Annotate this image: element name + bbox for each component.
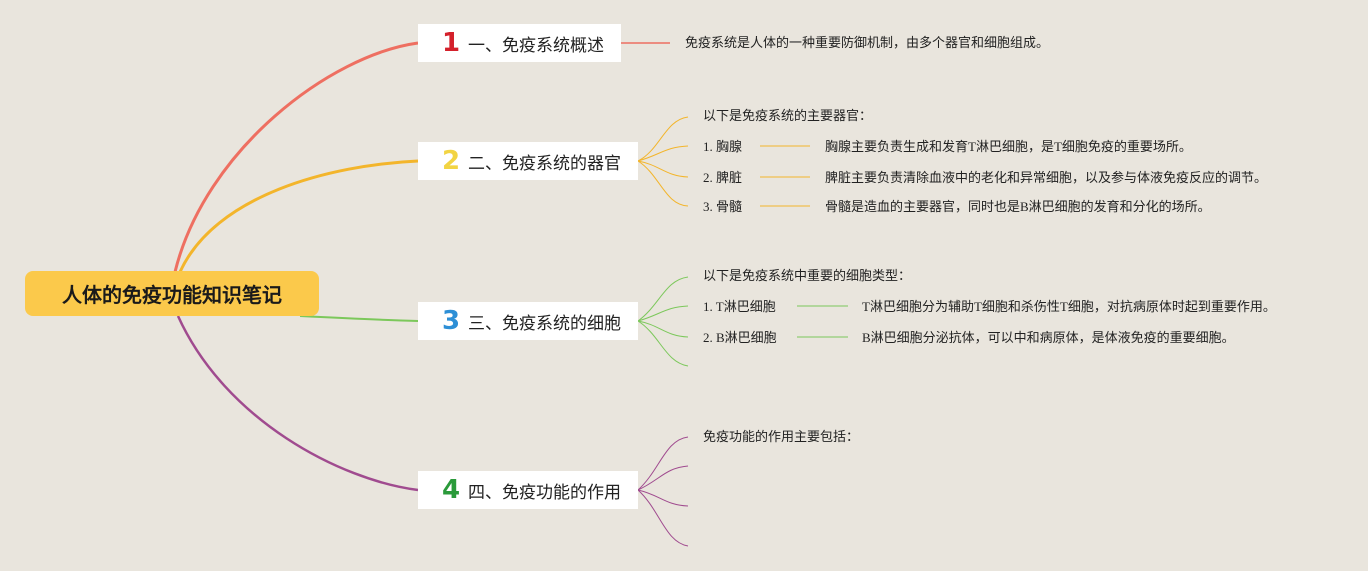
branch-node-1[interactable]: 1 一、免疫系统概述 (418, 24, 621, 62)
cell-item-desc: T淋巴细胞分为辅助T细胞和杀伤性T细胞，对抗病原体时起到重要作用。 (862, 299, 1276, 314)
branch-node-2[interactable]: 2 二、免疫系统的器官 (418, 142, 638, 180)
branch-node-3[interactable]: 3 三、免疫系统的细胞 (418, 302, 638, 340)
root-node[interactable]: 人体的免疫功能知识笔记 (25, 271, 319, 316)
branch-3-intro: 以下是免疫系统中重要的细胞类型： (703, 269, 912, 284)
organ-item-desc: 胸腺主要负责生成和发育T淋巴细胞，是T细胞免疫的重要场所。 (825, 139, 1192, 154)
branch-4-intro: 免疫功能的作用主要包括： (703, 430, 860, 445)
organ-item-name: 3. 骨髓 (703, 199, 743, 214)
connector-branch-3 (299, 315, 419, 322)
organ-item-name: 2. 脾脏 (703, 170, 743, 185)
branch-label-4: 四、免疫功能的作用 (468, 482, 621, 503)
connector-fan-3 (637, 276, 848, 367)
connector-fan-2 (637, 116, 810, 207)
organ-item-name: 1. 胸腺 (703, 139, 743, 154)
branch-label-1: 一、免疫系统概述 (468, 35, 604, 56)
branch-label-3: 三、免疫系统的细胞 (468, 313, 621, 334)
organ-item-desc: 脾脏主要负责清除血液中的老化和异常细胞，以及参与体液免疫反应的调节。 (825, 170, 1268, 185)
organ-item-desc: 骨髓是造血的主要器官，同时也是B淋巴细胞的发育和分化的场所。 (825, 199, 1211, 214)
branch-node-4[interactable]: 4 四、免疫功能的作用 (418, 471, 638, 509)
connector-branch-4 (176, 315, 419, 492)
branch-1-summary: 免疫系统是人体的一种重要防御机制，由多个器官和细胞组成。 (685, 36, 1050, 51)
cell-item-name: 1. T淋巴细胞 (703, 299, 776, 314)
connector-fan-4 (637, 436, 689, 547)
root-title: 人体的免疫功能知识笔记 (62, 283, 282, 307)
cell-item-desc: B淋巴细胞分泌抗体，可以中和病原体，是体液免疫的重要细胞。 (862, 330, 1235, 345)
branch-2-intro: 以下是免疫系统的主要器官： (703, 109, 873, 124)
connector-branch-1 (173, 41, 419, 273)
branch-number-4: 4 (441, 475, 461, 505)
connector-branch-2 (178, 159, 419, 273)
branch-number-3: 3 (441, 306, 461, 336)
cell-item-name: 2. B淋巴细胞 (703, 330, 777, 345)
branch-label-2: 二、免疫系统的器官 (468, 153, 621, 174)
branch-number-1: 1 (441, 28, 461, 58)
branch-number-2: 2 (441, 146, 461, 176)
